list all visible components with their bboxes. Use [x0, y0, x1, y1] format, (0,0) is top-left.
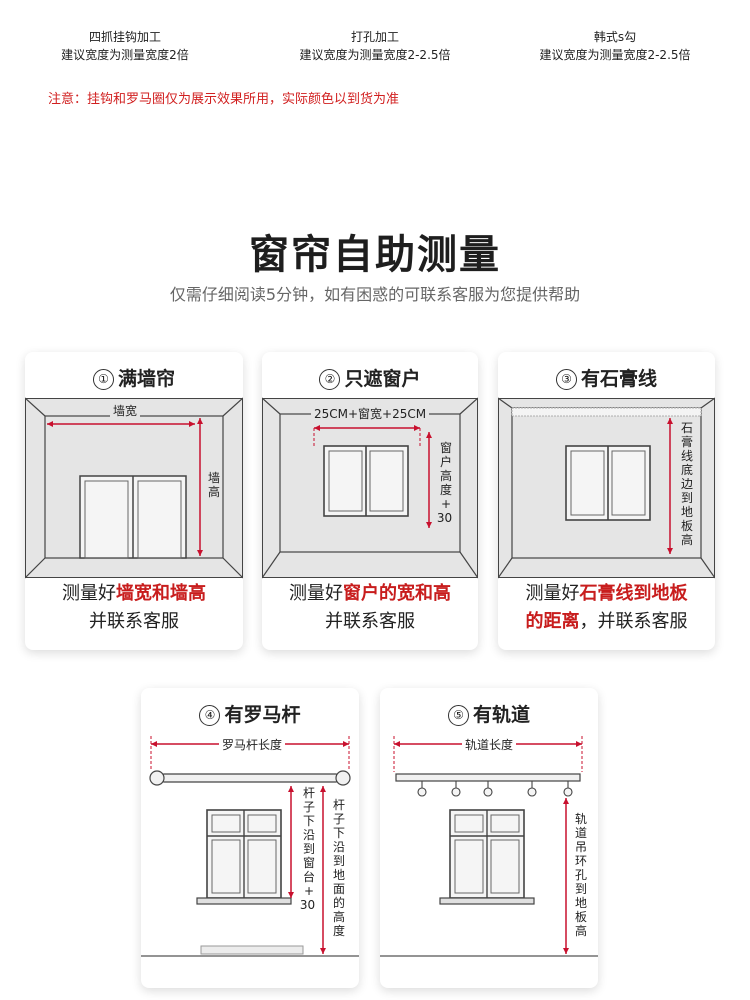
hook-option-1: 四抓挂钩加工 建议宽度为测量宽度2倍: [40, 28, 210, 64]
hook-desc: 建议宽度为测量宽度2-2.5倍: [299, 48, 451, 62]
plaster-height-label: 石膏线底边到地板高: [680, 421, 693, 547]
rod-length-label: 罗马杆长度: [219, 736, 286, 753]
hook-option-2: 打孔加工 建议宽度为测量宽度2-2.5倍: [275, 28, 475, 64]
hook-desc: 建议宽度为测量宽度2-2.5倍: [539, 48, 691, 62]
page-subtitle: 仅需仔细阅读5分钟，如有困惑的可联系客服为您提供帮助: [169, 285, 581, 304]
room-illustration: 墙宽 墙高: [25, 397, 243, 578]
room-illustration: 25CM+窗宽+25CM 窗户高度+30: [262, 397, 478, 578]
card-caption: 测量好窗户的宽和高 并联系客服: [289, 583, 451, 632]
card-caption: 测量好墙宽和墙高 并联系客服: [62, 583, 206, 632]
card-title-text: 满墙帘: [117, 368, 175, 390]
window-width-label: 25CM+窗宽+25CM: [311, 405, 430, 422]
card-title-text: 有罗马杆: [224, 704, 301, 726]
step-number: ④: [199, 705, 221, 726]
rod-to-sill-label: 杆子下沿到窗台+30: [299, 786, 316, 912]
card-title-text: 有轨道: [472, 704, 530, 726]
card-caption: 测量好石膏线到地板 的距离，并联系客服: [525, 583, 688, 632]
card-title-text: 只遮窗户: [344, 368, 421, 390]
hook-name: 韩式s勾: [593, 30, 637, 44]
wall-height-label: 墙高: [207, 471, 221, 499]
step-number: ①: [92, 369, 114, 390]
track-length-label: 轨道长度: [462, 736, 517, 753]
color-note: 注意：挂钩和罗马圈仅为展示效果所用，实际颜色以到货为准: [48, 92, 400, 107]
track-illustration: [380, 736, 598, 957]
window-height-label: 窗户高度+30: [436, 441, 453, 525]
wall-width-label: 墙宽: [110, 402, 141, 419]
rod-to-floor-label: 杆子下沿到地面的高度: [332, 798, 345, 938]
step-number: ②: [319, 369, 341, 390]
track-height-label: 轨道吊环孔到地板高: [574, 812, 587, 938]
room-illustration: 石膏线底边到地板高: [498, 397, 715, 578]
step-number: ⑤: [447, 705, 469, 726]
hook-desc: 建议宽度为测量宽度2倍: [61, 48, 189, 62]
room-perspective: [25, 397, 243, 578]
hook-name: 打孔加工: [350, 30, 399, 44]
room-perspective: [498, 397, 715, 578]
page-title: 窗帘自助测量: [249, 232, 501, 278]
roman-rod-illustration: [141, 736, 359, 957]
card-title-text: 有石膏线: [580, 368, 657, 390]
hook-name: 四抓挂钩加工: [88, 30, 161, 44]
hook-option-3: 韩式s勾 建议宽度为测量宽度2-2.5倍: [515, 28, 715, 64]
step-number: ③: [555, 369, 577, 390]
room-perspective: [262, 397, 478, 578]
